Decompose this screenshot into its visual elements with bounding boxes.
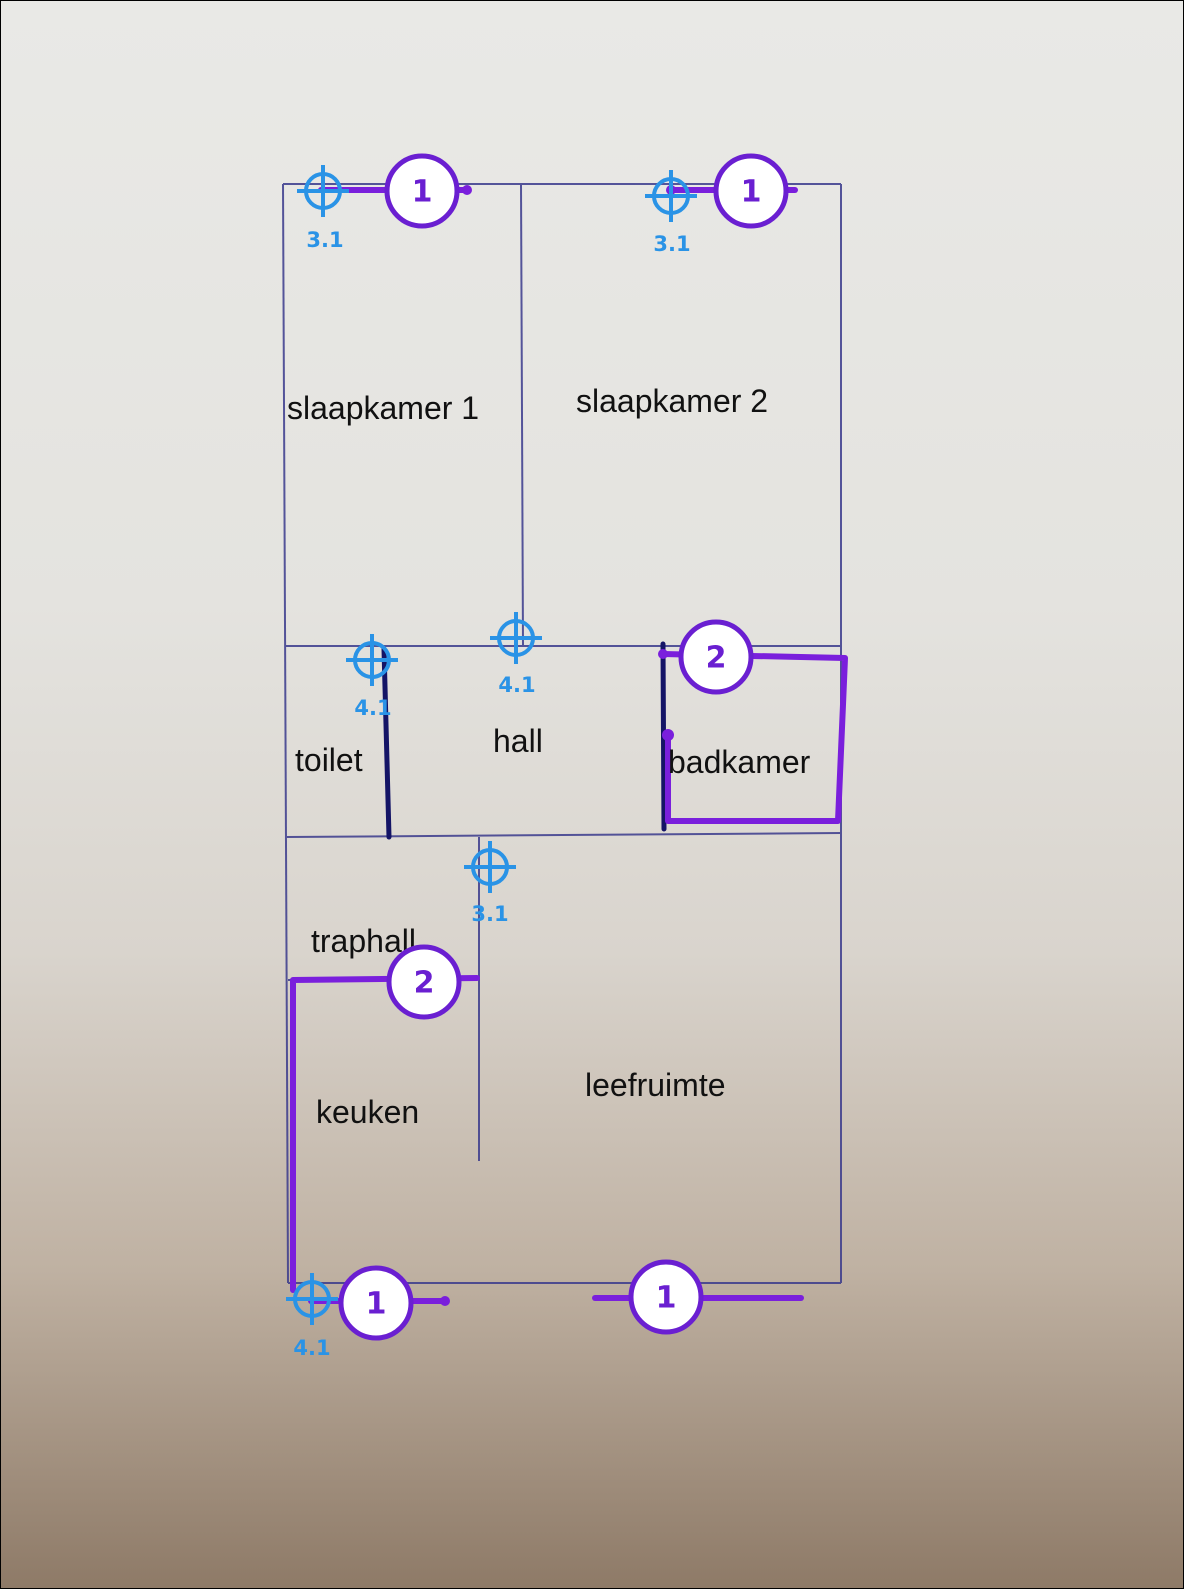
crosshair-icon[interactable] bbox=[297, 165, 349, 217]
room-label-traphall: traphall bbox=[311, 923, 416, 959]
crosshair-icon[interactable] bbox=[645, 170, 697, 222]
crosshair-icon[interactable] bbox=[464, 841, 516, 893]
marker-number: 1 bbox=[366, 1287, 387, 1322]
marker-number: 1 bbox=[741, 175, 762, 210]
marker-1-bottom-left[interactable]: 1 bbox=[338, 1265, 414, 1341]
room-label-slaapkamer-2: slaapkamer 2 bbox=[576, 383, 768, 419]
target-label-toilet: 4.1 bbox=[354, 696, 391, 720]
target-label-top-left: 3.1 bbox=[306, 228, 343, 252]
target-label-bottom-left: 4.1 bbox=[293, 1336, 330, 1360]
room-label-toilet: toilet bbox=[295, 742, 363, 778]
room-label-hall: hall bbox=[493, 723, 543, 759]
marker-number: 1 bbox=[412, 175, 433, 210]
crosshair-icon[interactable] bbox=[346, 634, 398, 686]
marker-2-badkamer[interactable]: 2 bbox=[678, 619, 754, 695]
room-label-leefruimte: leefruimte bbox=[585, 1067, 726, 1103]
room-label-keuken: keuken bbox=[316, 1094, 419, 1130]
room-label-badkamer: badkamer bbox=[668, 744, 811, 780]
marker-number: 1 bbox=[656, 1281, 677, 1316]
marker-1-top-left[interactable]: 1 bbox=[384, 153, 460, 229]
marker-2-traphall[interactable]: 2 bbox=[386, 944, 462, 1020]
marker-number: 2 bbox=[414, 966, 435, 1001]
room-label-slaapkamer-1: slaapkamer 1 bbox=[287, 390, 479, 426]
target-label-hall: 4.1 bbox=[498, 673, 535, 697]
crosshair-icon[interactable] bbox=[490, 612, 542, 664]
marker-number: 2 bbox=[706, 641, 727, 676]
marker-1-bottom-right[interactable]: 1 bbox=[628, 1259, 704, 1335]
crosshair-icon[interactable] bbox=[286, 1273, 338, 1325]
marker-1-top-right[interactable]: 1 bbox=[713, 153, 789, 229]
target-label-traphall: 3.1 bbox=[471, 902, 508, 926]
highlight-endpoints bbox=[440, 185, 676, 1306]
target-label-top-right: 3.1 bbox=[653, 232, 690, 256]
